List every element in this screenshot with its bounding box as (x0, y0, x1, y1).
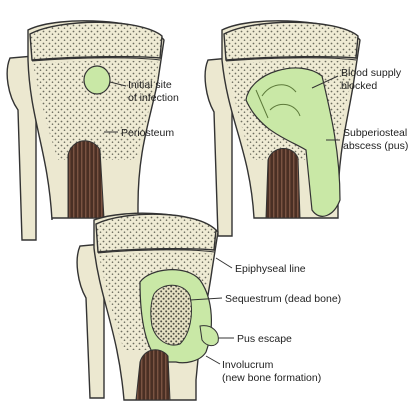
leader-involucrum (206, 356, 220, 364)
marrow-cavity (266, 148, 300, 218)
label-initial-site-2: of infection (128, 92, 179, 104)
leader-epiphyseal-line (216, 258, 232, 268)
tibia-epiphysis (96, 214, 216, 252)
label-sequestrum: Sequestrum (dead bone) (225, 293, 341, 305)
infection-site (84, 66, 110, 94)
label-abscess-1: Subperiosteal (343, 127, 407, 139)
label-pus-escape: Pus escape (237, 333, 292, 345)
marrow-cavity (68, 141, 104, 218)
label-epiphyseal-line: Epiphyseal line (235, 263, 306, 275)
label-blood-supply-2: blocked (341, 80, 377, 92)
sequestrum (151, 285, 192, 345)
label-involucrum-2: (new bone formation) (222, 372, 321, 384)
label-involucrum-1: Involucrum (222, 359, 274, 371)
label-initial-site-1: Initial site (128, 79, 172, 91)
label-abscess-2: abscess (pus) (343, 140, 408, 152)
tibia-epiphysis (30, 22, 162, 60)
panel-1: Initial site of infection Periosteum (7, 21, 179, 240)
label-blood-supply-1: Blood supply (341, 67, 402, 79)
panel-3: Epiphyseal line Sequestrum (dead bone) P… (77, 213, 341, 400)
label-periosteum: Periosteum (121, 127, 174, 139)
tibia-epiphysis (224, 22, 358, 60)
panel-2: Blood supply blocked Subperiosteal absce… (205, 21, 408, 236)
